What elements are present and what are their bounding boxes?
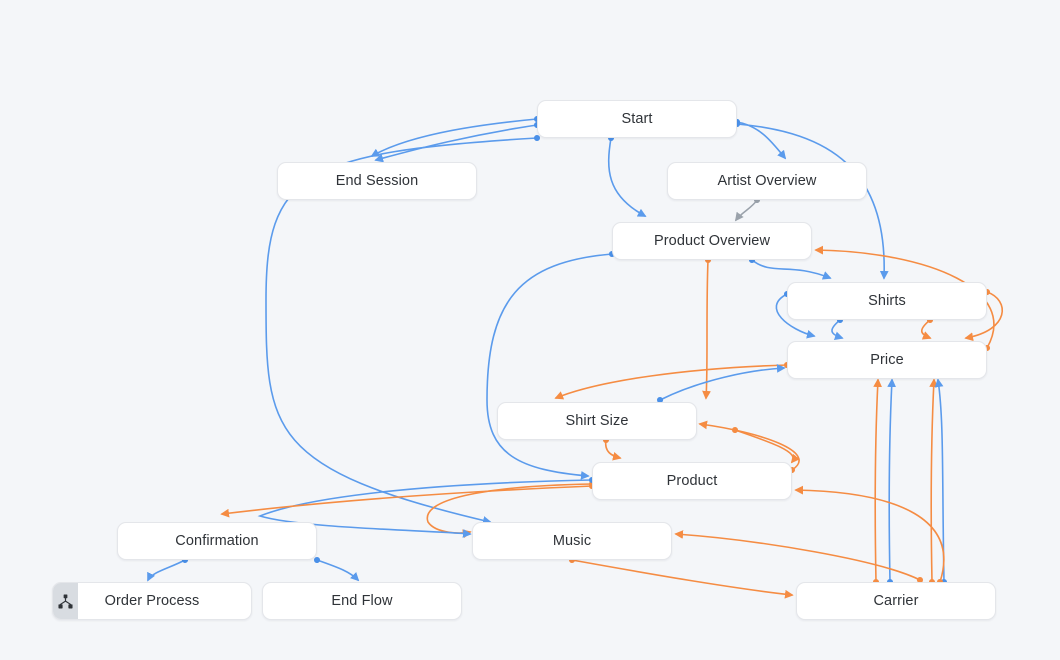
edge-carrier-to-music[interactable] <box>674 530 924 584</box>
edge-shirts-to-price[interactable] <box>920 316 934 340</box>
edge-carrier-to-product[interactable] <box>794 485 945 586</box>
edge-product-overview-to-product[interactable] <box>486 250 616 480</box>
edge-product-overview-to-shirt-size[interactable] <box>702 256 712 400</box>
node-label: Price <box>870 352 904 368</box>
node-music[interactable]: Music <box>472 522 672 560</box>
node-order-process[interactable]: Order Process <box>52 582 252 620</box>
node-label: Product Overview <box>653 233 771 249</box>
node-label: Carrier <box>873 593 919 609</box>
node-carrier[interactable]: Carrier <box>796 582 996 620</box>
node-product-overview[interactable]: Product Overview <box>612 222 812 260</box>
node-price[interactable]: Price <box>787 341 987 379</box>
edge-start-to-artist-overview[interactable] <box>733 118 787 160</box>
edge-shirt-size-to-product[interactable] <box>731 426 800 464</box>
edge-carrier-to-price[interactable] <box>886 378 897 586</box>
node-artist-overview[interactable]: Artist Overview <box>667 162 867 200</box>
node-label: End Flow <box>331 593 393 609</box>
node-end-flow[interactable]: End Flow <box>262 582 462 620</box>
node-label: Product <box>666 473 718 489</box>
node-shirt-size[interactable]: Shirt Size <box>497 402 697 440</box>
node-shirts[interactable]: Shirts <box>787 282 987 320</box>
node-label: Confirmation <box>175 533 259 549</box>
edge-start-to-product-overview[interactable] <box>607 134 647 217</box>
edge-music-to-carrier[interactable] <box>568 556 794 599</box>
edge-confirmation-to-order-process[interactable] <box>147 556 189 582</box>
edge-price-to-shirt-size[interactable] <box>554 361 791 400</box>
edge-shirt-size-to-price[interactable] <box>656 364 786 404</box>
edge-carrier-to-price[interactable] <box>872 378 883 586</box>
edge-artist-overview-to-product-overview[interactable] <box>734 196 761 222</box>
edge-product-to-confirmation[interactable] <box>220 482 596 518</box>
node-label: Artist Overview <box>717 173 817 189</box>
node-label: Music <box>552 533 592 549</box>
node-label: Shirts <box>868 293 906 309</box>
edge-product-overview-to-shirts[interactable] <box>748 256 832 280</box>
node-start[interactable]: Start <box>537 100 737 138</box>
edge-start-to-end-session[interactable] <box>374 121 541 163</box>
sitemap-icon <box>53 583 78 619</box>
edge-carrier-to-price[interactable] <box>934 378 948 586</box>
node-label: End Session <box>335 173 419 189</box>
node-end-session[interactable]: End Session <box>277 162 477 200</box>
edge-carrier-to-price[interactable] <box>928 378 939 586</box>
node-label: Start <box>621 111 653 127</box>
node-label: Shirt Size <box>565 413 629 429</box>
edge-start-to-end-session[interactable] <box>370 115 541 157</box>
edge-confirmation-to-end-flow[interactable] <box>313 556 360 582</box>
node-label: Order Process <box>104 593 200 609</box>
node-confirmation[interactable]: Confirmation <box>117 522 317 560</box>
edge-shirts-to-price[interactable] <box>831 316 844 340</box>
node-product[interactable]: Product <box>592 462 792 500</box>
edge-shirt-size-to-product[interactable] <box>602 436 622 461</box>
